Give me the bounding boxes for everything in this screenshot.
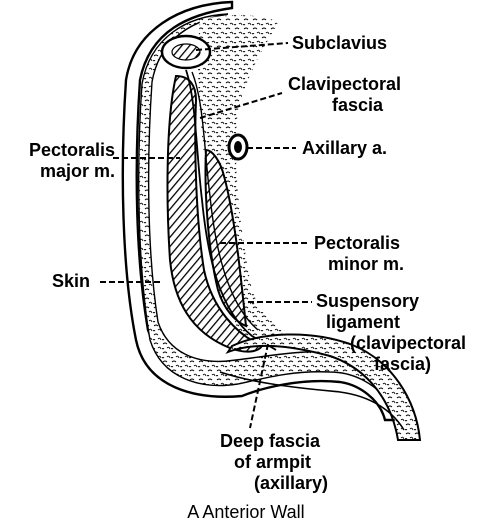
label-axillary-artery: Axillary a. bbox=[302, 138, 387, 159]
label-pectoralis-major: Pectoralis major m. bbox=[10, 140, 115, 182]
label-deep-fascia: Deep fascia of armpit (axillary) bbox=[220, 431, 328, 494]
label-subclavius: Subclavius bbox=[292, 33, 387, 54]
figure-caption: A Anterior Wall bbox=[187, 502, 304, 522]
label-suspensory-ligament: Suspensory ligament (clavipectoral fasci… bbox=[316, 291, 466, 375]
label-skin: Skin bbox=[52, 271, 90, 292]
label-clavipectoral-fascia: Clavipectoral fascia bbox=[288, 74, 401, 116]
label-pectoralis-minor: Pectoralis minor m. bbox=[314, 233, 404, 275]
